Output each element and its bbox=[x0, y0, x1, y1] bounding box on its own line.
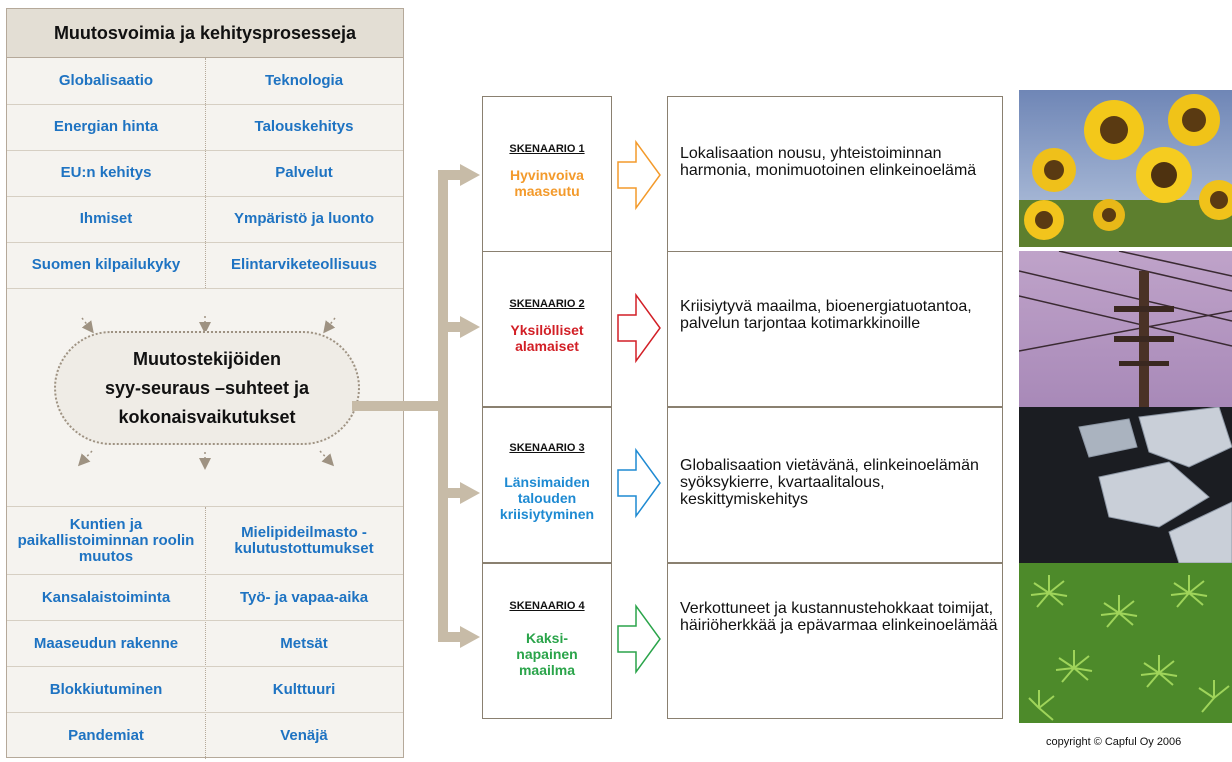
column-divider bbox=[205, 58, 206, 288]
row-divider bbox=[7, 288, 403, 289]
scenario-4-box: SKENAARIO 4 Kaksi-napainen maailma bbox=[482, 563, 612, 719]
scenario-1-description: Lokalisaation nousu, yhteistoiminnan har… bbox=[680, 145, 977, 179]
copyright-notice: copyright © Capful Oy 2006 bbox=[1046, 736, 1182, 748]
factor-rural-structure: Maaseudun rakenne bbox=[33, 635, 179, 652]
connector-arrowhead-3 bbox=[460, 482, 480, 504]
scenario-1-description-box: Lokalisaation nousu, yhteistoiminnan har… bbox=[667, 96, 1003, 252]
change-forces-panel: Muutosvoimia ja kehitysprosesseja Global… bbox=[6, 8, 404, 759]
scenario-4-description: Verkottuneet ja kustannustehokkaat toimi… bbox=[680, 600, 998, 634]
arrow-scenario-4 bbox=[617, 603, 661, 675]
factor-economy: Talouskehitys bbox=[254, 118, 354, 135]
factor-food-industry: Elintarviketeollisuus bbox=[231, 256, 377, 273]
factor-russia: Venäjä bbox=[280, 727, 328, 744]
scenario-4-label: SKENAARIO 4 bbox=[509, 600, 585, 612]
scenario-3-name: Länsimaiden talouden kriisiytyminen bbox=[499, 474, 595, 522]
connector-branch-2 bbox=[438, 322, 462, 332]
row-divider bbox=[7, 242, 403, 243]
factor-services: Palvelut bbox=[275, 164, 333, 181]
scenario-2-name: Yksilölliset alamaiset bbox=[510, 322, 584, 354]
connector-arrowhead-2 bbox=[460, 316, 480, 338]
factor-globalisation: Globalisaatio bbox=[58, 72, 154, 89]
broken-ice-photo bbox=[1019, 407, 1232, 563]
factor-environment: Ympäristö ja luonto bbox=[233, 210, 374, 227]
row-divider bbox=[7, 506, 403, 507]
panel-title: Muutosvoimia ja kehitysprosesseja bbox=[7, 9, 403, 58]
sunflowers-photo bbox=[1019, 90, 1232, 247]
arrow-scenario-3 bbox=[617, 447, 661, 519]
factor-forests: Metsät bbox=[280, 635, 328, 652]
factor-competitiveness: Suomen kilpailukyky bbox=[31, 256, 181, 273]
power-pole-photo bbox=[1019, 251, 1232, 407]
cause-effect-node: Muutostekijöiden syy-seuraus –suhteet ja… bbox=[54, 331, 360, 445]
scenario-3-label: SKENAARIO 3 bbox=[509, 442, 585, 454]
connector-trunk bbox=[438, 173, 448, 639]
scenario-3-description-box: Globalisaation vietävänä, elinkeinoelämä… bbox=[667, 407, 1003, 563]
center-line-1: Muutostekijöiden bbox=[132, 348, 281, 369]
scenario-1-box: SKENAARIO 1 Hyvinvoiva maaseutu bbox=[482, 96, 612, 252]
factor-pandemics: Pandemiat bbox=[68, 727, 144, 744]
row-divider bbox=[7, 150, 403, 151]
arrow-scenario-2 bbox=[617, 292, 661, 364]
scenario-2-description-box: Kriisiytyvä maailma, bioenergiatuotantoa… bbox=[667, 251, 1003, 407]
row-divider bbox=[7, 666, 403, 667]
factor-blocs: Blokkiutuminen bbox=[49, 681, 163, 698]
connector-branch-3 bbox=[438, 488, 462, 498]
scenario-2-box: SKENAARIO 2 Yksilölliset alamaiset bbox=[482, 251, 612, 407]
arrow-scenario-1 bbox=[617, 139, 661, 211]
factor-technology: Teknologia bbox=[264, 72, 344, 89]
connector-main bbox=[352, 401, 444, 411]
connector-arrowhead-1 bbox=[460, 164, 480, 186]
moss-photo bbox=[1019, 563, 1232, 723]
connector-branch-1 bbox=[438, 170, 462, 180]
column-divider bbox=[205, 507, 206, 759]
scenario-4-description-box: Verkottuneet ja kustannustehokkaat toimi… bbox=[667, 563, 1003, 719]
scenario-3-description: Globalisaation vietävänä, elinkeinoelämä… bbox=[680, 457, 979, 508]
center-line-3: kokonaisvaikutukset bbox=[118, 406, 296, 427]
scenario-1-name: Hyvinvoiva maaseutu bbox=[510, 167, 584, 199]
factor-culture: Kulttuuri bbox=[272, 681, 336, 698]
factor-energy-price: Energian hinta bbox=[53, 118, 159, 135]
factor-municipalities: Kuntien ja paikallistoiminnan roolin muu… bbox=[17, 516, 195, 565]
row-divider bbox=[7, 196, 403, 197]
connector-arrowhead-4 bbox=[460, 626, 480, 648]
scenario-2-description: Kriisiytyvä maailma, bioenergiatuotantoa… bbox=[680, 298, 972, 332]
row-divider bbox=[7, 712, 403, 713]
factor-people: Ihmiset bbox=[79, 210, 133, 227]
row-divider bbox=[7, 620, 403, 621]
factor-opinion-climate: Mielipideilmasto - kulutustottumukset bbox=[234, 524, 374, 557]
scenario-1-label: SKENAARIO 1 bbox=[509, 143, 585, 155]
factor-work-leisure: Työ- ja vapaa-aika bbox=[239, 589, 369, 606]
scenario-4-name: Kaksi-napainen maailma bbox=[516, 630, 578, 678]
row-divider bbox=[7, 104, 403, 105]
connector-branch-4 bbox=[438, 632, 462, 642]
factor-eu: EU:n kehitys bbox=[60, 164, 152, 181]
scenario-2-label: SKENAARIO 2 bbox=[509, 298, 585, 310]
factor-civic-action: Kansalaistoiminta bbox=[41, 589, 171, 606]
scenario-3-box: SKENAARIO 3 Länsimaiden talouden kriisiy… bbox=[482, 407, 612, 563]
row-divider bbox=[7, 574, 403, 575]
center-line-2: syy-seuraus –suhteet ja bbox=[104, 377, 310, 398]
